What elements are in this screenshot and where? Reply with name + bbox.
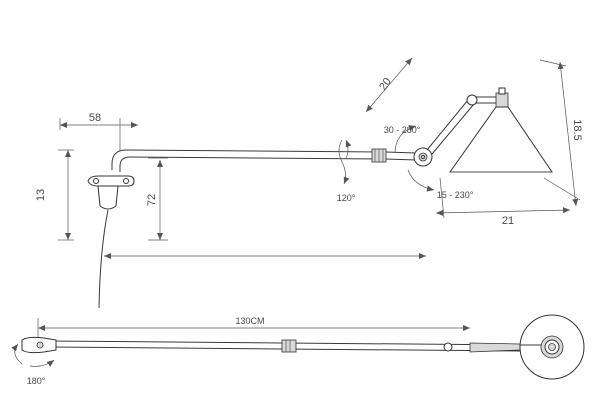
dim-label-130cm: 130CM: [235, 316, 264, 326]
top-view: 130CM 180°: [11, 314, 585, 386]
dim-line-18-5: [557, 61, 579, 207]
dim-line-20: [365, 57, 413, 113]
dim-label-21: 21: [502, 215, 514, 227]
lamp-shade: [449, 106, 553, 173]
dim-label-13: 13: [35, 189, 47, 201]
rotation-label-180: 180°: [27, 376, 46, 386]
arm-tube: [111, 149, 385, 170]
rotation-label-30-280: 30 - 280°: [384, 125, 421, 135]
lamp-shade-top: [519, 314, 585, 380]
arm-tube-inner: [119, 156, 385, 172]
rotation-arrow-180: [11, 343, 23, 365]
shade-socket: [495, 92, 509, 108]
arm-joint-top: [281, 339, 297, 353]
dim-line-21: [435, 207, 571, 216]
rotation-label-15-230: 15 - 230°: [437, 190, 474, 200]
dim-label-20: 20: [377, 76, 394, 93]
side-view: 58 13 72 20 18.5 21 30 - 280° 15 - 230° …: [35, 57, 583, 309]
wall-mount-top: [21, 336, 57, 354]
power-cord: [98, 209, 109, 309]
rotation-arc-30-280: [394, 125, 417, 153]
rotation-label-120: 120°: [337, 193, 356, 203]
dim-label-18-5: 18.5: [571, 119, 583, 140]
rotation-arrow-arm: [338, 139, 350, 185]
upper-joint: [466, 94, 478, 106]
rotation-arc-15-230: [407, 169, 435, 192]
dim-label-58: 58: [89, 112, 101, 124]
dim-label-72: 72: [146, 194, 158, 206]
wall-mount: [87, 175, 135, 210]
